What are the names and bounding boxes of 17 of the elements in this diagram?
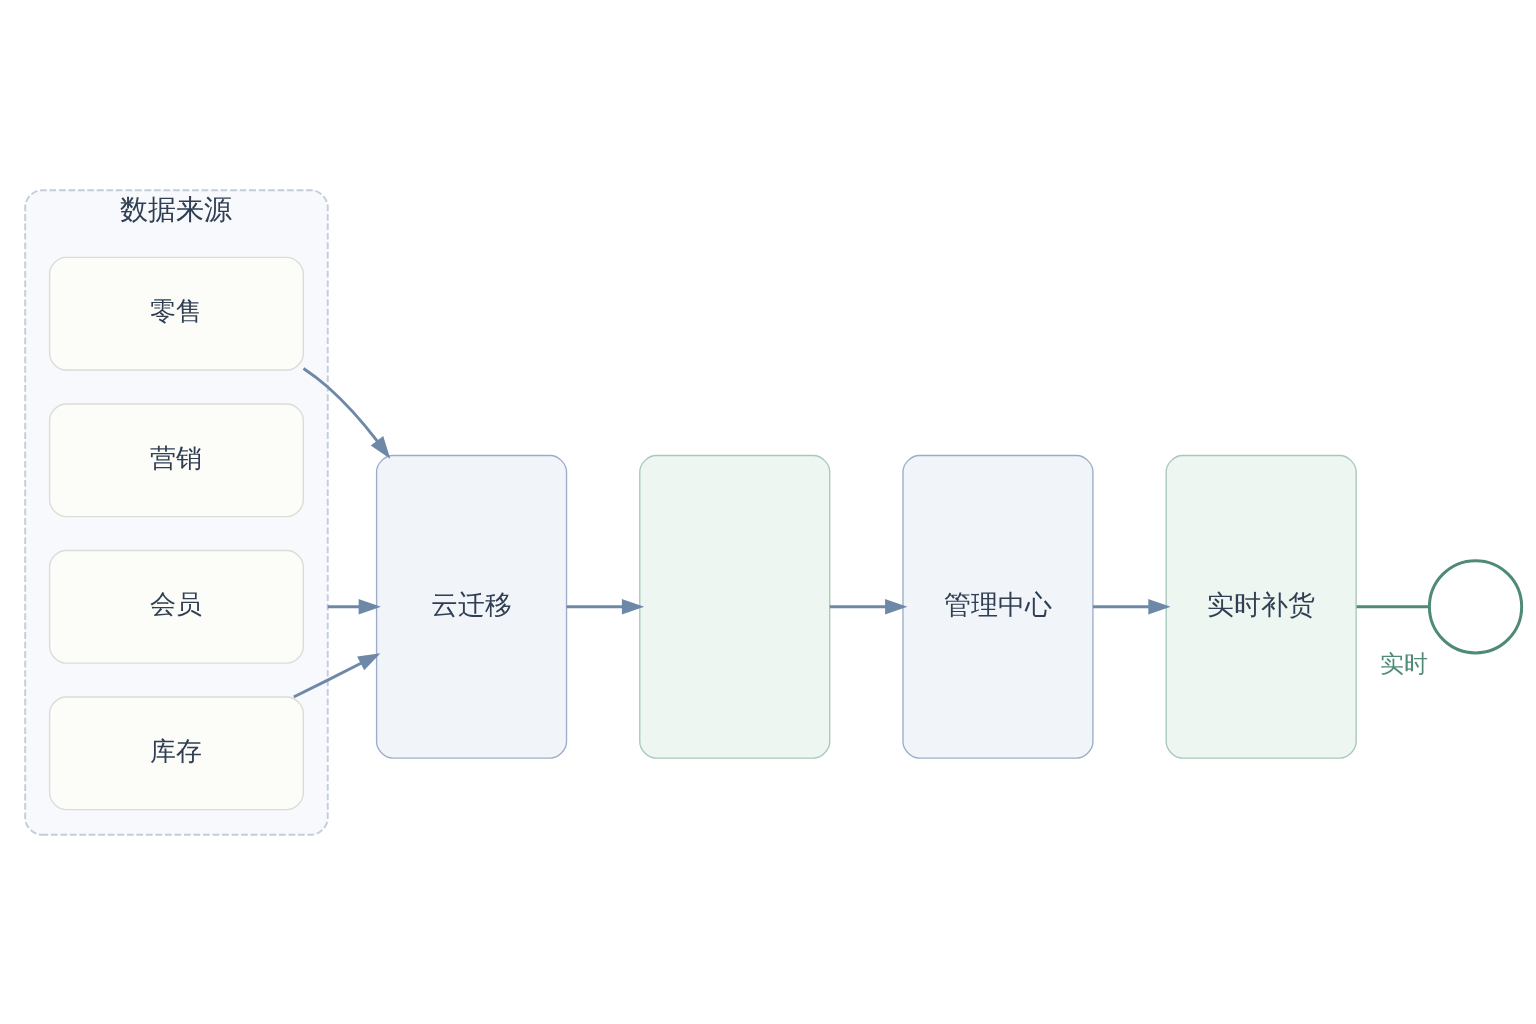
arrow [1093,598,1171,615]
node-box: 零售 [48,256,304,371]
node-box: 库存 [48,695,304,810]
node-label: 实时 [1380,648,1429,678]
node-circle [1427,558,1524,654]
node-box: 云迁移 [375,454,568,759]
node-box: 会员 [48,549,304,664]
arrow [829,598,908,615]
node-box: 管理中心 [902,454,1094,759]
arrow [302,366,391,459]
arrow [566,598,645,615]
node-box: 实时补货 [1165,454,1357,759]
arrow [293,652,381,698]
node-box: 营销 [48,402,304,517]
arrow [327,598,381,615]
connector [1356,604,1429,608]
node-box [639,454,831,759]
